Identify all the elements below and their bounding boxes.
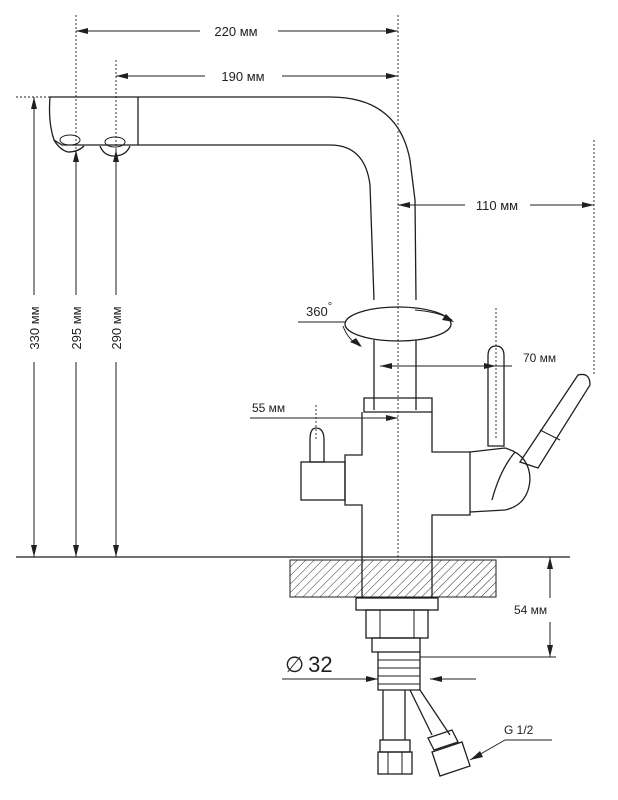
dim-label-290: 290 мм [109, 306, 124, 349]
dim-label-54: 54 мм [514, 603, 547, 617]
rotation-label: 360° [306, 301, 332, 319]
extension-lines [16, 15, 595, 560]
mounting-hardware [355, 597, 439, 653]
dim-label-diameter: ∅32 [285, 652, 333, 677]
dimension-295 [73, 150, 79, 557]
thread-label: G 1/2 [504, 723, 534, 737]
rotation-indicator [298, 306, 454, 347]
dimension-220 [76, 28, 398, 34]
thread-leader [469, 739, 552, 761]
dimension-55 [250, 415, 398, 421]
dimension-290 [113, 150, 119, 557]
dim-label-190: 190 мм [221, 69, 264, 84]
dimension-54 [420, 557, 556, 658]
dim-label-295: 295 мм [69, 306, 84, 349]
dim-label-110: 110 мм [476, 198, 518, 213]
dimension-190 [116, 73, 398, 79]
hoses [377, 689, 471, 777]
threaded-stem [377, 652, 421, 691]
dimension-110 [398, 202, 594, 208]
dim-label-70: 70 мм [523, 351, 556, 365]
faucet-body [300, 345, 591, 557]
dim-label-220: 220 мм [214, 24, 257, 39]
dimension-70 [380, 363, 512, 369]
countertop [16, 556, 570, 598]
dim-label-55: 55 мм [252, 401, 285, 415]
spout [48, 96, 417, 301]
dim-label-330: 330 мм [27, 306, 42, 349]
dimension-330 [31, 97, 37, 557]
dimension-diameter [282, 676, 476, 682]
